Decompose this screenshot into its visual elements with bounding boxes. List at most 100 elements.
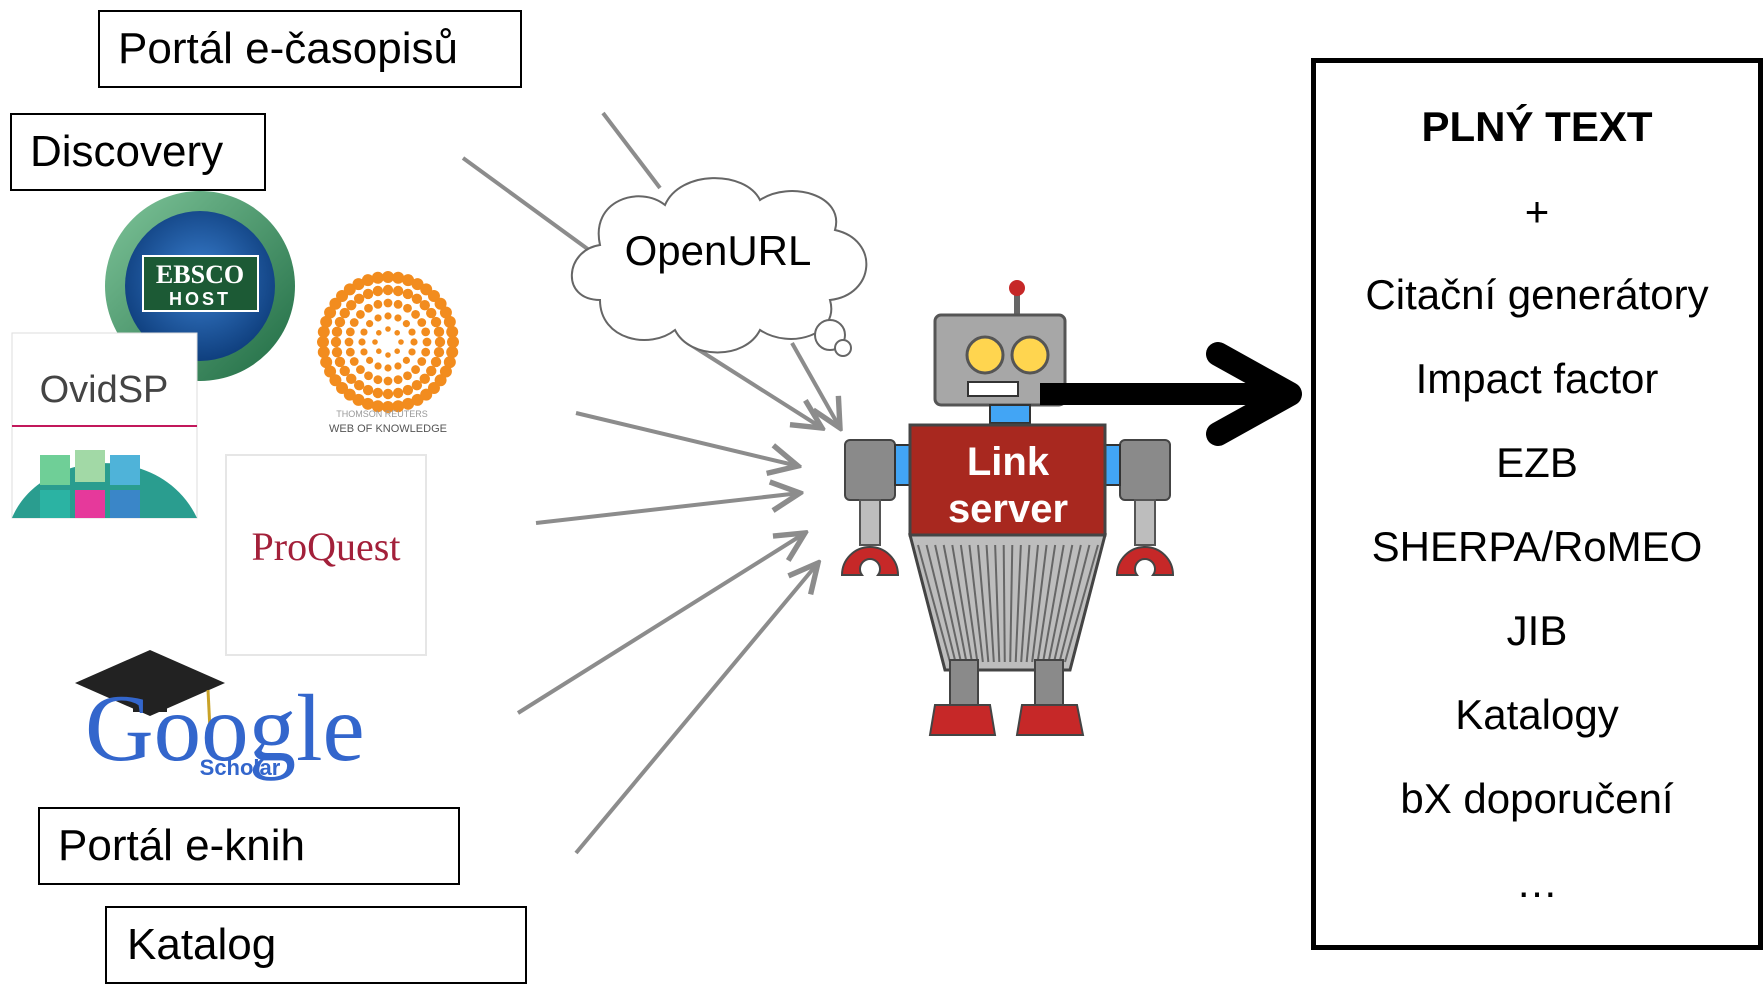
ebsco-top-text: EBSCO <box>156 260 244 289</box>
incoming-arrows <box>461 111 840 855</box>
wok-dot <box>362 384 374 396</box>
robot-rib <box>977 544 990 663</box>
wok-dot <box>408 328 416 336</box>
wok-dot <box>383 298 393 308</box>
robot-rib <box>985 544 995 663</box>
source-label: Discovery <box>30 127 224 176</box>
wok-dot <box>402 384 414 396</box>
wok-dot <box>382 388 394 400</box>
wok-dot <box>408 348 416 356</box>
arrow-cloud-right <box>790 342 840 428</box>
source-label: Portál e-knih <box>58 821 306 870</box>
output-item-ezb: EZB <box>1496 439 1578 486</box>
output-item-impact: Impact factor <box>1415 355 1659 402</box>
output-item-ellipsis: … <box>1516 859 1558 906</box>
wok-dot <box>411 393 424 406</box>
ovid-logo: OvidSP <box>11 332 198 519</box>
wok-dot <box>361 274 374 287</box>
wok-dot <box>343 283 356 296</box>
wok-dot <box>392 285 404 297</box>
wok-dot <box>422 337 432 347</box>
wok-dot <box>372 339 378 345</box>
wok-dot <box>352 393 365 406</box>
wok-dot <box>443 356 456 369</box>
robot-rib <box>934 544 962 663</box>
wok-dot <box>398 339 404 345</box>
output-item-plus: + <box>1524 188 1550 235</box>
cloud-label: OpenURL <box>625 227 812 274</box>
robot-rib <box>1025 544 1039 663</box>
robot-rib <box>942 544 968 663</box>
wok-dot <box>366 320 374 328</box>
wok-dot <box>392 400 405 413</box>
wok-dot <box>447 336 459 348</box>
output-box: PLNÝ TEXT + Citační generátory Impact fa… <box>1311 58 1763 950</box>
output-item-katalogy: Katalogy <box>1455 691 1619 738</box>
wok-dot <box>371 400 384 413</box>
arrow-openurl-top <box>601 111 662 190</box>
robot-rib <box>951 544 973 663</box>
wok-line1-text: THOMSON REUTERS <box>336 409 428 419</box>
openurl-cloud: OpenURL <box>570 177 868 357</box>
wok-dot <box>353 293 365 304</box>
source-discovery: Discovery <box>10 113 266 191</box>
arrow-discovery <box>461 156 602 260</box>
wok-dot <box>384 312 392 320</box>
wok-dot <box>421 347 431 357</box>
wok-dot <box>331 346 343 358</box>
google-scholar-logo: Google Scholar <box>75 650 365 781</box>
wok-dot <box>331 326 343 338</box>
wok-dot <box>403 371 412 381</box>
wok-dot <box>320 315 333 328</box>
wok-dot <box>376 348 382 354</box>
wok-dot <box>361 397 374 410</box>
wok-dot <box>317 336 329 348</box>
wok-dot <box>372 387 384 399</box>
wok-dot <box>402 288 414 300</box>
wok-dot <box>320 356 333 369</box>
wok-dot <box>339 307 350 319</box>
ebsco-host-logo: EBSCO HOST <box>105 191 295 381</box>
output-item-bx: bX doporučení <box>1400 775 1674 822</box>
arrow-proquest <box>535 493 800 525</box>
wok-dot <box>330 336 342 348</box>
wok-dot <box>430 316 442 328</box>
source-label: Katalog <box>127 920 277 969</box>
wok-dot <box>373 375 383 385</box>
wok-dot <box>411 278 424 291</box>
arrow-cloud-left <box>686 341 822 428</box>
output-item-citation: Citační generátory <box>1365 271 1709 318</box>
wok-dot <box>353 380 365 391</box>
wok-dot <box>385 352 391 358</box>
wok-dot <box>362 288 374 300</box>
wok-dot <box>334 316 346 328</box>
robot-rib <box>1009 544 1014 663</box>
wok-dot <box>402 320 410 328</box>
wok-dot <box>446 325 459 338</box>
robot-label-line1: Link <box>967 440 1050 484</box>
wok-dot <box>402 356 410 364</box>
wok-dot <box>434 297 447 310</box>
wok-dot <box>426 365 437 377</box>
wok-dot <box>421 327 431 337</box>
robot-rib <box>968 544 984 663</box>
wok-dot <box>443 315 456 328</box>
wok-dot <box>393 299 403 309</box>
wok-dot <box>411 380 423 391</box>
wok-dot <box>366 356 374 364</box>
wok-dot <box>334 356 346 368</box>
robot-rib <box>917 544 951 663</box>
wok-dot <box>417 357 427 366</box>
wok-dot <box>411 365 420 374</box>
ovid-text: OvidSP <box>40 369 169 411</box>
wok-dot <box>345 347 355 357</box>
robot-rib <box>925 544 957 663</box>
wok-dot <box>419 373 430 384</box>
wok-dot <box>352 278 365 291</box>
wok-dot <box>393 375 403 385</box>
wok-dot <box>392 271 405 284</box>
wok-dot <box>346 300 357 311</box>
robot-rib <box>1031 544 1048 663</box>
wok-dot <box>364 303 373 313</box>
